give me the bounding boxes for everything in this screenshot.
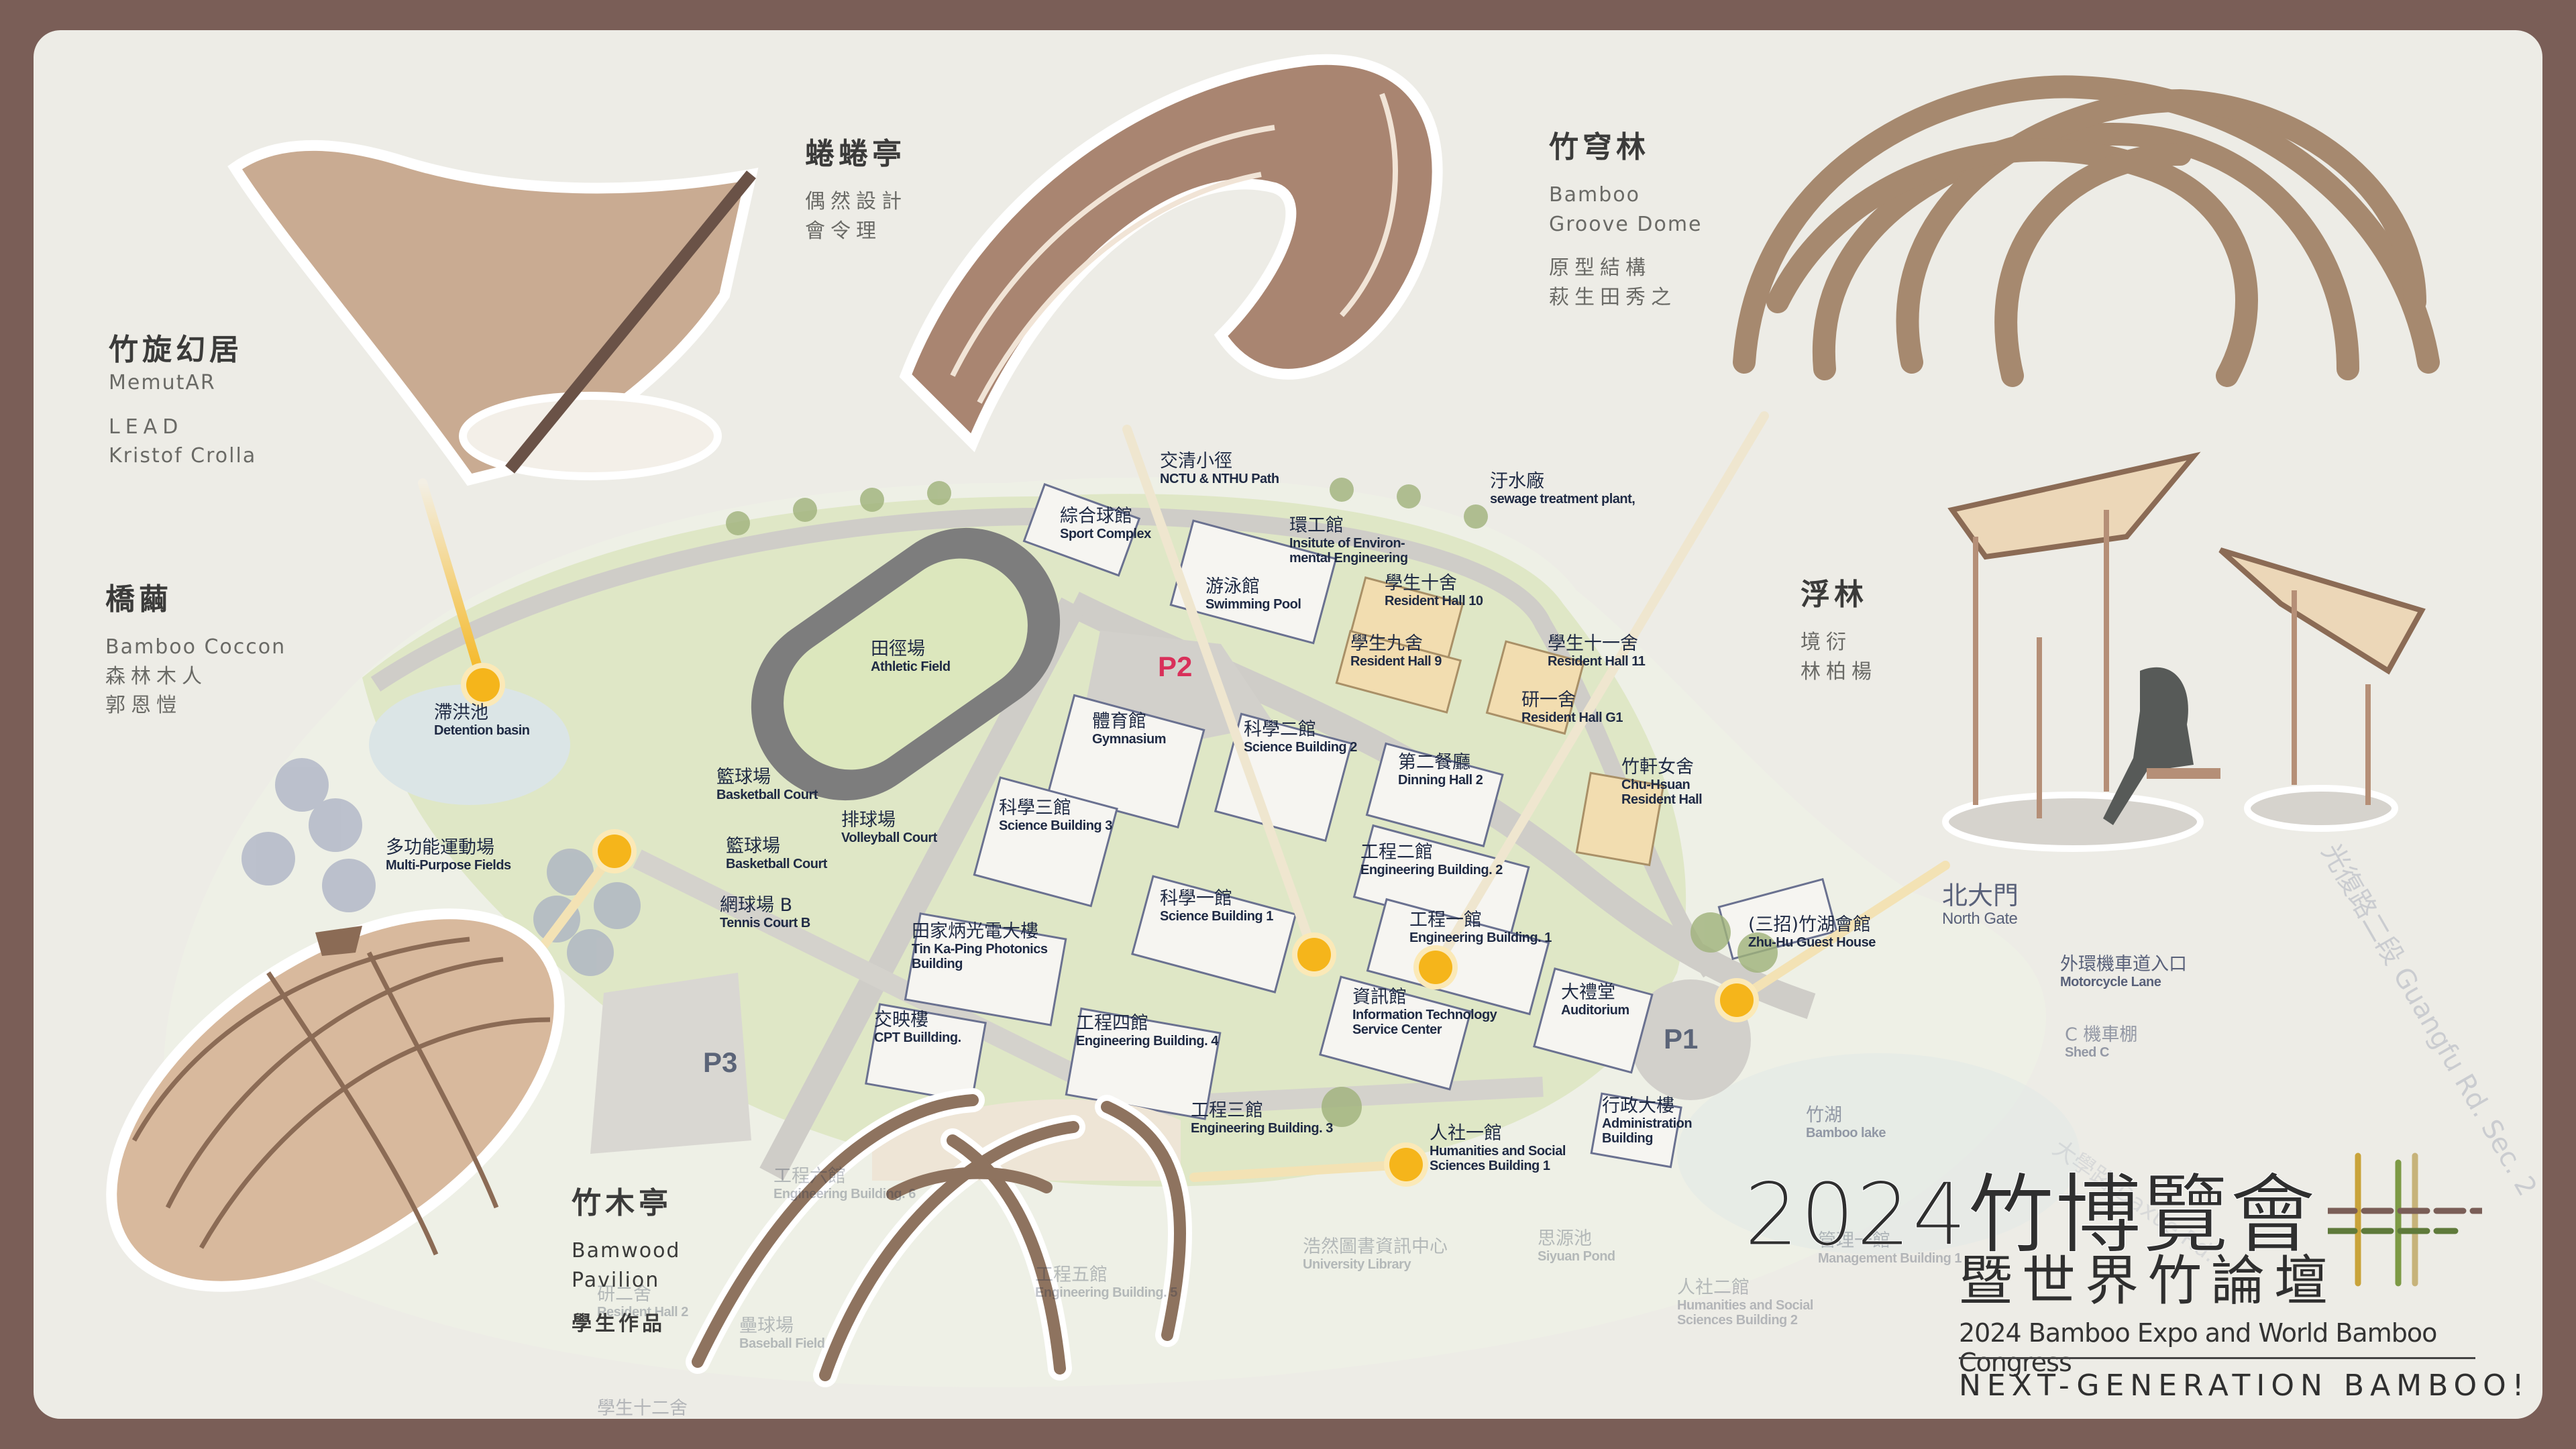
pavilion-marker-memutar[interactable] [466, 668, 500, 702]
title-divider [1959, 1357, 2475, 1359]
pavilion-caption-floating-forest: 浮林 境衍 林柏楊 [1801, 578, 1877, 684]
event-title-zh: 2024竹博覽會 [1744, 1165, 2317, 1266]
ring-road [370, 506, 1718, 978]
floating-forest-illustration [1942, 451, 2426, 852]
pavilion-marker-floating-forest[interactable] [1720, 983, 1754, 1017]
resident-halls [1335, 576, 1665, 867]
groove-dome-illustration [1733, 75, 2440, 387]
buildings [865, 482, 1838, 1169]
pavilion-caption-memutar: 竹旋幻居 MemutAR LEAD Kristof Crolla [109, 333, 257, 468]
event-subtitle-zh: 暨世界竹論壇 [1959, 1250, 2337, 1312]
campus-map [106, 54, 2440, 1388]
parking-p3: P3 [703, 1046, 738, 1078]
trees [726, 478, 1778, 1127]
athletic-track [751, 527, 1061, 801]
detention-basin [369, 684, 570, 805]
pavilion-marker-groove-dome[interactable] [1419, 951, 1452, 984]
bamboo-lake [1677, 1053, 2080, 1254]
pavilion-marker-bamwood[interactable] [1389, 1148, 1423, 1181]
event-title-en: 2024 Bamboo Expo and World Bamboo Congre… [1959, 1318, 2437, 1377]
parking-area-p3 [590, 973, 751, 1154]
pavilion-marker-curled-pavilion[interactable] [1297, 938, 1331, 971]
pavilion-caption-bamboo-coccon: 橋繭 Bamboo Coccon 森林木人 郭恩愷 [105, 582, 286, 717]
pavilion-caption-groove-dome: 竹穹林 Bamboo Groove Dome 原型結構 萩生田秀之 [1549, 130, 1703, 309]
event-tagline: NEXT-GENERATION BAMBOO! [1959, 1368, 2530, 1403]
curled-pavilion-illustration [899, 54, 1443, 453]
parking-area-p1 [1630, 979, 1751, 1100]
bamboo-coccon-illustration [106, 908, 565, 1292]
parking-p1: P1 [1664, 1023, 1699, 1055]
map-label: 學生十二舍 [597, 1398, 688, 1419]
bamboo-hash-logo [2328, 1152, 2482, 1287]
pavilion-caption-bamwood: 竹木亭 Bamwood Pavilion 學生作品 [572, 1186, 681, 1336]
pavilion-marker-bamboo-coccon[interactable] [598, 835, 631, 868]
pavilion-caption-curled-pavilion: 蜷蜷亭 偶然設計 會令理 [805, 137, 907, 243]
forest [241, 758, 641, 976]
parking-p2: P2 [1158, 651, 1193, 682]
bamwood-pavilion-illustration [686, 1088, 1192, 1387]
road-west [759, 597, 1085, 1181]
memutar-illustration [227, 140, 759, 486]
